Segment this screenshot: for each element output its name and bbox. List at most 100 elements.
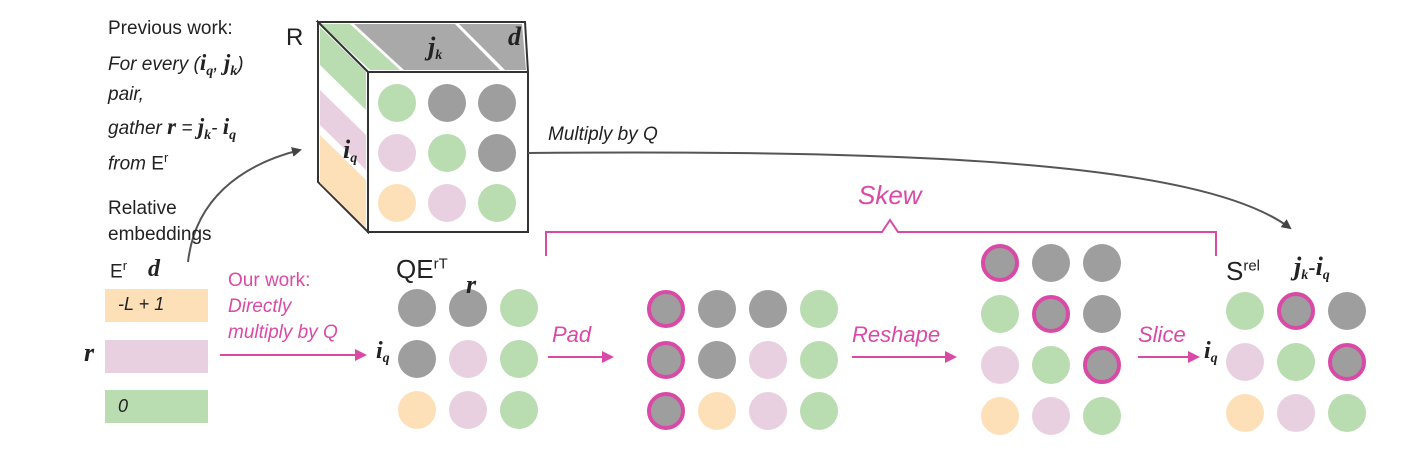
srel-cell [1328,292,1366,330]
reshape-cell [981,244,1019,282]
gather-line: gather r = jk- iq [108,114,236,144]
our-work-label: Our work: [228,270,311,291]
pad-cell [698,290,736,328]
cube-front-grid [378,84,516,222]
for-every-text: For every ( [108,54,200,75]
srel-cell [1226,394,1264,432]
pad-label: Pad [552,322,592,347]
q-sub: q [206,63,214,79]
previous-work-label: Previous work: [108,18,233,39]
embeddings-label: embeddings [108,224,212,245]
cube-left-stripe-orange [320,135,366,228]
cube-front-cell [478,184,516,222]
pad-cell [800,290,838,328]
cube-top-stripe-green [321,24,400,70]
cube-q: q [350,151,358,167]
cube-front-cell [378,84,416,122]
cube-left-stripe-green [320,27,366,110]
our-work-multiply: multiply by Q [228,322,338,343]
srel-cell [1226,292,1264,330]
qer-cell [398,340,436,378]
k-sub-2: k [204,127,212,143]
qer-cell [500,340,538,378]
qer-cell [398,289,436,327]
r-label-left: r [84,338,95,367]
cube-r-label: R [286,24,304,51]
cube-front-cell [478,134,516,172]
cube-top-stripe-gray-2 [459,24,526,70]
qer-iq: iq [376,338,390,367]
qer-grid [398,289,538,429]
gather-arrow [187,147,302,263]
slice-label: Slice [1138,322,1186,347]
minus-text: - [211,118,218,139]
our-work-directly: Directly [228,296,292,317]
reshape-cell [1083,346,1121,384]
cube-front-cell [428,84,466,122]
srel-label: Srel [1226,256,1260,287]
cube-front-cell [428,184,466,222]
close-paren: ) [237,54,244,75]
skew-brace [545,218,1217,256]
reshape-cell [1083,244,1121,282]
multiply-by-q-label: Multiply by Q [548,124,658,145]
embedding-bottom-text: 0 [118,396,129,416]
er-sup: r [122,258,128,273]
srel-cell [1328,394,1366,432]
skew-label: Skew [858,180,922,210]
srel-grid [1226,292,1366,432]
reshape-cell [1032,244,1070,282]
qer-i: i [376,338,383,364]
pad-cell [698,392,736,430]
qer-r: r [466,270,477,299]
srel-k: k [1301,268,1309,284]
srel-cell [1277,292,1315,330]
qer-qe: QE [396,254,434,284]
embedding-top-text: -L + 1 [118,294,165,314]
srel-cell [1277,343,1315,381]
srel-sup: rel [1243,257,1261,275]
reshape-cell [981,295,1019,333]
qer-cell [449,340,487,378]
j-symbol: j [223,50,231,75]
pad-cell [800,341,838,379]
pad-cell [698,341,736,379]
cube-front-cell [378,134,416,172]
qer-cell [449,391,487,429]
srel-cell [1226,343,1264,381]
srel-minus: - [1308,255,1316,280]
qer-label: QErT [396,254,448,285]
srel-q: q [1322,268,1330,284]
cube-left-stripe-pink [320,90,366,170]
i-symbol-2: i [222,114,230,139]
qer-cell [500,391,538,429]
relative-label: Relative [108,198,177,219]
comma-text: , [213,54,219,75]
cube-d-label: d [508,22,521,51]
cube-front-cell [378,184,416,222]
pad-cell [749,392,787,430]
reshape-label: Reshape [852,322,941,347]
srel-q-2: q [1210,351,1218,367]
reshape-cell [1032,397,1070,435]
reshape-cell [1032,295,1070,333]
qer-q: q [382,351,390,367]
cube-i: i [343,135,351,164]
qer-sup: rT [433,255,448,273]
reshape-cell [1032,346,1070,384]
srel-iq: iq [1204,338,1218,367]
er-label: Er [110,258,127,283]
embedding-row-top [105,289,208,322]
reshape-cell [1083,295,1121,333]
pad-cell [800,392,838,430]
pad-cell [749,290,787,328]
pad-cell [749,341,787,379]
reshape-cell [1083,397,1121,435]
r-symbol: r [167,114,177,139]
reshape-cell [981,397,1019,435]
gather-text: gather [108,118,162,139]
k-sub: k [230,63,238,79]
eq-text: = [181,118,193,139]
embedding-row-bottom [105,390,208,423]
